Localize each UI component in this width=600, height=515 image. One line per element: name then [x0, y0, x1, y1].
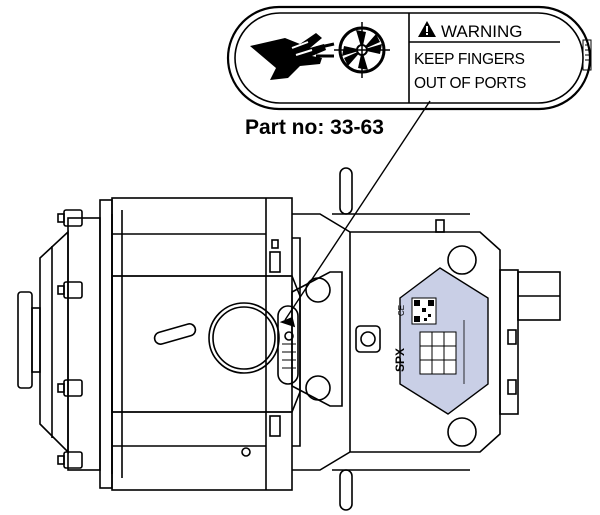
warning-title: WARNING [441, 22, 523, 41]
hand-icon [250, 33, 335, 80]
cover-bolts [57, 209, 83, 469]
label-side-tab [582, 39, 592, 71]
plate-brand: SPX [393, 348, 407, 372]
plate-data-fields [419, 331, 457, 375]
qr-pattern [414, 300, 434, 322]
rotor-housing [111, 197, 293, 491]
impeller-icon [334, 22, 390, 78]
top-handle [339, 167, 353, 215]
bottom-handle [339, 469, 353, 511]
end-cover [67, 199, 113, 489]
warning-line-2: OUT OF PORTS [414, 75, 526, 92]
plate-mark: CE [397, 305, 406, 316]
inlet-flange [17, 230, 69, 454]
part-number: Part no: 33-63 [245, 116, 384, 139]
pump-body [17, 167, 561, 511]
gearbox [292, 213, 501, 471]
side-fittings [241, 219, 517, 457]
warning-label: WARNING KEEP FINGERS OUT OF PORTS [226, 5, 592, 111]
bolt-1 [57, 209, 83, 227]
bolt-4 [57, 451, 83, 469]
warning-triangle-icon [418, 21, 436, 37]
cover-decal [277, 305, 299, 385]
bolt-2 [57, 281, 83, 299]
drive-shaft [499, 269, 561, 415]
id-plate: CE SPX [393, 267, 489, 415]
warning-line-1: KEEP FINGERS [414, 51, 525, 68]
clamp-assembly [291, 271, 343, 407]
front-cover [111, 275, 301, 413]
bolt-3 [57, 379, 83, 397]
